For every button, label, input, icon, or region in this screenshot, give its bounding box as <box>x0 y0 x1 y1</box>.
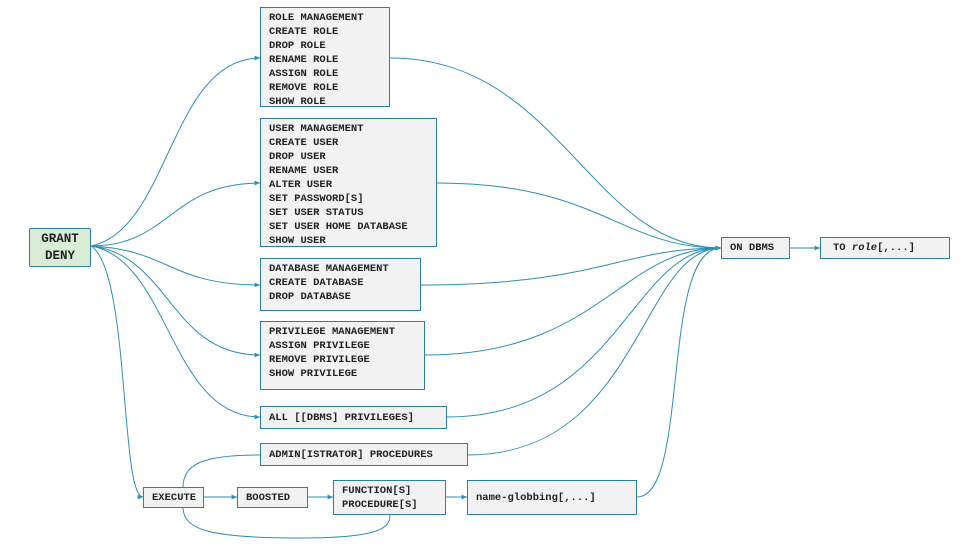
function-procedure-node: FUNCTION[S] PROCEDURE[S] <box>333 480 446 515</box>
edge-role-to-ondbms <box>389 57 722 251</box>
edge-all-to-ondbms <box>446 245 722 418</box>
edge-privilege-to-ondbms <box>424 245 722 356</box>
user-line-9: SHOW USER <box>269 235 326 247</box>
user-management-node: USER MANAGEMENT CREATE USER DROP USER RE… <box>260 118 437 247</box>
function-label: FUNCTION[S] <box>342 484 412 497</box>
edge-start-to-privilege <box>90 245 261 358</box>
edge-start-to-all <box>90 245 261 420</box>
admin-procedures-label: ADMIN[ISTRATOR] PROCEDURES <box>269 448 433 461</box>
user-line-1: USER MANAGEMENT <box>269 123 364 135</box>
deny-label: DENY <box>44 248 75 263</box>
to-role-param: role <box>851 242 878 254</box>
role-line-2: CREATE ROLE <box>269 26 339 38</box>
database-line-3: DROP DATABASE <box>269 291 351 303</box>
edge-user-to-ondbms <box>436 182 722 251</box>
grant-deny-node: GRANT DENY <box>29 228 91 267</box>
user-line-2: CREATE USER <box>269 137 339 149</box>
role-line-6: REMOVE ROLE <box>269 82 339 94</box>
to-role-label: TO role[,...] <box>833 241 941 255</box>
procedure-label: PROCEDURE[S] <box>342 498 418 511</box>
role-line-4: RENAME ROLE <box>269 54 339 66</box>
user-line-4: RENAME USER <box>269 165 339 177</box>
edge-start-to-execute <box>90 245 144 500</box>
to-role-prefix: TO <box>833 242 852 254</box>
edge-admin-to-ondbms <box>467 245 722 456</box>
user-line-6: SET PASSWORD[S] <box>269 193 364 205</box>
edge-globbing-to-ondbms <box>636 245 722 498</box>
database-management-node: DATABASE MANAGEMENT CREATE DATABASE DROP… <box>260 258 421 311</box>
to-role-suffix: [,...] <box>877 242 915 254</box>
all-privileges-node: ALL [[DBMS] PRIVILEGES] <box>260 406 447 429</box>
edge-start-to-database <box>90 245 261 288</box>
to-role-node: TO role[,...] <box>820 237 950 259</box>
privilege-line-2: ASSIGN PRIVILEGE <box>269 340 370 352</box>
on-dbms-node: ON DBMS <box>721 237 790 259</box>
edge-execute-to-admin <box>182 454 261 489</box>
edge-database-to-ondbms <box>420 245 722 286</box>
name-globbing-node: name-globbing[,...] <box>467 480 637 515</box>
user-line-7: SET USER STATUS <box>269 207 364 219</box>
edge-start-to-user <box>90 180 261 247</box>
privilege-line-1: PRIVILEGE MANAGEMENT <box>269 326 396 338</box>
privilege-management-node: PRIVILEGE MANAGEMENT ASSIGN PRIVILEGE RE… <box>260 321 425 390</box>
user-line-5: ALTER USER <box>269 179 333 191</box>
all-privileges-label: ALL [[DBMS] PRIVILEGES] <box>269 411 414 424</box>
execute-node: EXECUTE <box>143 487 204 508</box>
user-line-3: DROP USER <box>269 151 326 163</box>
edge-execute-to-function <box>182 506 391 539</box>
role-line-1: ROLE MANAGEMENT <box>269 12 364 24</box>
role-line-5: ASSIGN ROLE <box>269 68 339 80</box>
database-line-2: CREATE DATABASE <box>269 277 364 289</box>
privilege-line-3: REMOVE PRIVILEGE <box>269 354 370 366</box>
on-dbms-label: ON DBMS <box>730 242 775 254</box>
admin-procedures-node: ADMIN[ISTRATOR] PROCEDURES <box>260 443 468 466</box>
privilege-line-4: SHOW PRIVILEGE <box>269 368 358 380</box>
edge-start-to-role <box>90 55 261 247</box>
role-management-node: ROLE MANAGEMENT CREATE ROLE DROP ROLE RE… <box>260 7 390 108</box>
grant-label: GRANT <box>41 231 79 246</box>
boosted-node: BOOSTED <box>237 487 308 508</box>
boosted-label: BOOSTED <box>246 491 291 504</box>
database-line-1: DATABASE MANAGEMENT <box>269 263 389 275</box>
role-line-7: SHOW ROLE <box>269 96 326 108</box>
user-line-8: SET USER HOME DATABASE <box>269 221 408 233</box>
execute-label: EXECUTE <box>152 491 197 504</box>
role-line-3: DROP ROLE <box>269 40 326 52</box>
name-globbing-label: name-globbing[,...] <box>476 491 596 504</box>
